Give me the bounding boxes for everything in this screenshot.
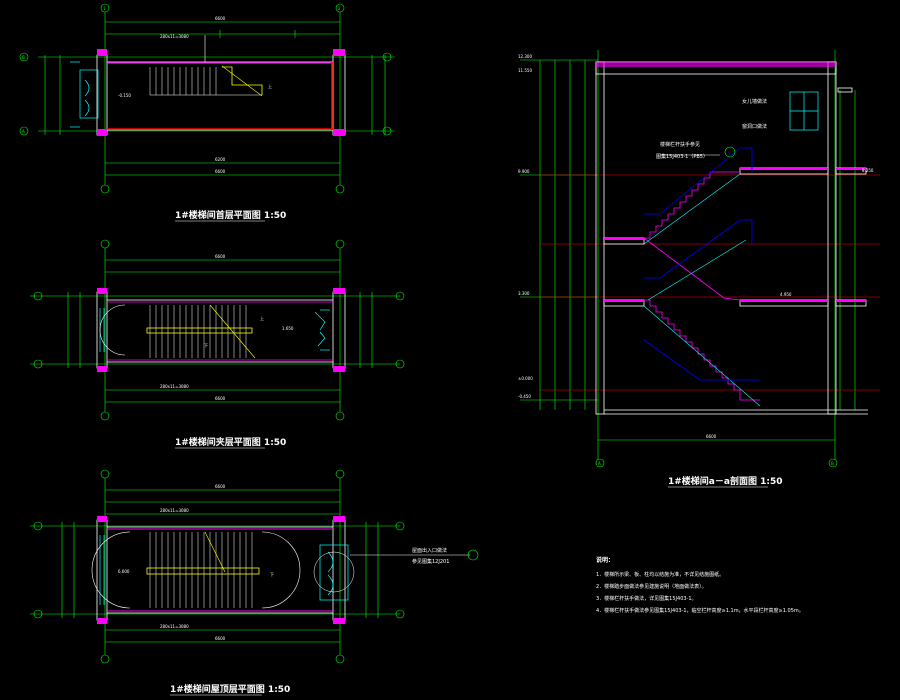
section-stair-flights <box>643 171 760 401</box>
plan-mid-stair-treads <box>149 305 247 358</box>
plan-mid-window <box>99 308 105 352</box>
section-parapet-callout: 女儿墙做法 <box>742 98 767 105</box>
note-item-3: 3．楼梯栏杆扶手做法，详见图集15J403-1。 <box>596 595 697 602</box>
plan-roof-walls <box>96 516 346 624</box>
dim-inner: 6200 <box>215 157 226 162</box>
level-mark: 3.300 <box>518 291 530 296</box>
plan-ground-walls <box>96 49 346 136</box>
general-notes: 说明： 1．楼梯所示梁、板、柱均以结施为准，不详见结施图纸。 2．楼梯踏步面做法… <box>596 556 804 614</box>
section-handrail-callout-line1: 楼梯栏杆扶手参见 <box>660 141 700 148</box>
plan-roof-dimension-lines <box>30 478 400 655</box>
dim-stair-run-bottom: 280x11=3080 <box>160 624 189 629</box>
plan-mezzanine: 6600 6600 280x11=3080 1.650 上 下 1#楼梯间夹层平… <box>30 239 405 449</box>
dim-section-width: 6600 <box>706 434 717 439</box>
plan-ground-stair-treads <box>149 67 262 96</box>
plan-ground-entrance-door <box>70 61 99 128</box>
dim-overall: 6600 <box>215 484 226 489</box>
level-mark: 11.550 <box>518 68 532 73</box>
dim-stair-run: 280x11=3080 <box>160 34 189 39</box>
axis-label: B <box>22 55 25 60</box>
plan-ground-floor: 1 2 B A 6600 6600 6200 280x11=3080 -0.15… <box>19 3 395 222</box>
level-mark: 4.950 <box>780 292 792 297</box>
section-slab-fill <box>604 168 866 302</box>
direction-down: 下 <box>270 572 274 577</box>
dim-overall-bottom: 6600 <box>215 396 226 401</box>
plan-mid-break-line <box>209 304 256 359</box>
plan-ground-break-line <box>221 65 263 97</box>
level-mark: -0.450 <box>518 394 531 399</box>
plan-roof-stair-treads <box>149 532 253 608</box>
roof-access-callout-line2: 参见图集12J201 <box>412 558 449 565</box>
dim-stair-run: 280x11=3080 <box>160 508 189 513</box>
plan-mid-axis-bubbles <box>33 239 405 421</box>
axis-label: 1 <box>103 6 106 11</box>
plan-roof: 屋面出入口做法 参见图集12J201 6600 280x11=3080 280x… <box>30 469 479 696</box>
plan-roof-title: 1#楼梯间屋顶层平面图 1:50 <box>170 683 290 695</box>
plan-roof-handrail <box>146 567 260 575</box>
level-mark: 9.900 <box>518 169 530 174</box>
level-mark: ±0.000 <box>518 376 533 381</box>
notes-heading: 说明： <box>596 556 614 564</box>
section-title: 1#楼梯间a－a剖面图 1:50 <box>668 475 782 487</box>
plan-roof-landing-arc <box>91 531 131 609</box>
direction-up: 上 <box>268 83 272 89</box>
section-roof-slab <box>596 62 836 67</box>
section-window <box>789 91 819 131</box>
section-handrails <box>643 147 760 381</box>
section-level-lines <box>540 174 880 391</box>
plan-mid-walls <box>96 288 346 372</box>
dim-stair-run: 280x11=3080 <box>160 384 189 389</box>
roof-access-callout-line1: 屋面出入口做法 <box>412 547 447 554</box>
plan-ground-handrail <box>222 66 263 95</box>
level-mark: 12.300 <box>518 54 532 59</box>
level-mark: 8.250 <box>862 168 874 173</box>
roof-access-callout: 屋面出入口做法 参见图集12J201 <box>350 547 479 565</box>
plan-roof-access-door <box>313 544 355 601</box>
section-window-callout: 窗洞口做法 <box>742 123 767 130</box>
plan-roof-axis-bubbles <box>33 469 405 664</box>
level-mark: 6.600 <box>118 569 130 574</box>
axis-label: A <box>598 461 601 466</box>
dim-overall-bottom: 6600 <box>215 169 226 174</box>
axis-label: A <box>22 129 25 134</box>
axis-label: B <box>831 461 834 466</box>
plan-mid-door <box>314 309 330 351</box>
section-axis-bubbles: A B <box>595 458 838 468</box>
plan-mid-landing-arc <box>99 304 126 356</box>
section-slabs <box>603 167 867 307</box>
plan-mid-title: 1#楼梯间夹层平面图 1:50 <box>175 436 286 448</box>
direction-up: 上 <box>260 315 264 321</box>
dim-overall-bottom: 6600 <box>215 636 226 641</box>
note-item-2: 2．楼梯踏步面做法参见建施说明（地面做法表）。 <box>596 583 707 590</box>
plan-roof-break-line <box>204 531 226 573</box>
section-dimension-lines <box>520 50 856 460</box>
plan-ground-title: 1#楼梯间首层平面图 1:50 <box>175 209 286 221</box>
plan-roof-landing-arc-right <box>261 531 301 609</box>
note-item-4: 4．楼梯栏杆扶手做法参见图集15J403-1，临空栏杆高度≥1.1m，水平段栏杆… <box>596 607 804 614</box>
direction-down: 下 <box>204 343 208 348</box>
section-level-marks: 12.300 11.550 9.900 3.300 ±0.000 -0.450 … <box>518 54 874 399</box>
plan-mid-dimension-lines <box>30 248 400 412</box>
section-stair-underside <box>643 173 761 407</box>
level-mark: 1.650 <box>282 326 294 331</box>
section-callouts: 楼梯栏杆扶手参见 图集15J403-1（PB5） 女儿墙做法 窗洞口做法 <box>656 98 767 160</box>
dim-overall: 6600 <box>215 254 226 259</box>
section-handrail-callout-line2: 图集15J403-1（PB5） <box>656 153 708 160</box>
plan-ground-axis-bubbles: 1 2 B A <box>19 3 392 194</box>
plan-mid-handrail <box>146 327 253 334</box>
dim-overall: 6600 <box>215 16 226 21</box>
axis-label: 2 <box>338 6 341 11</box>
section-a-a: 楼梯栏杆扶手参见 图集15J403-1（PB5） 女儿墙做法 窗洞口做法 12.… <box>518 50 880 488</box>
note-item-1: 1．楼梯所示梁、板、柱均以结施为准，不详见结施图纸。 <box>596 571 724 578</box>
level-mark: -0.150 <box>118 93 131 98</box>
